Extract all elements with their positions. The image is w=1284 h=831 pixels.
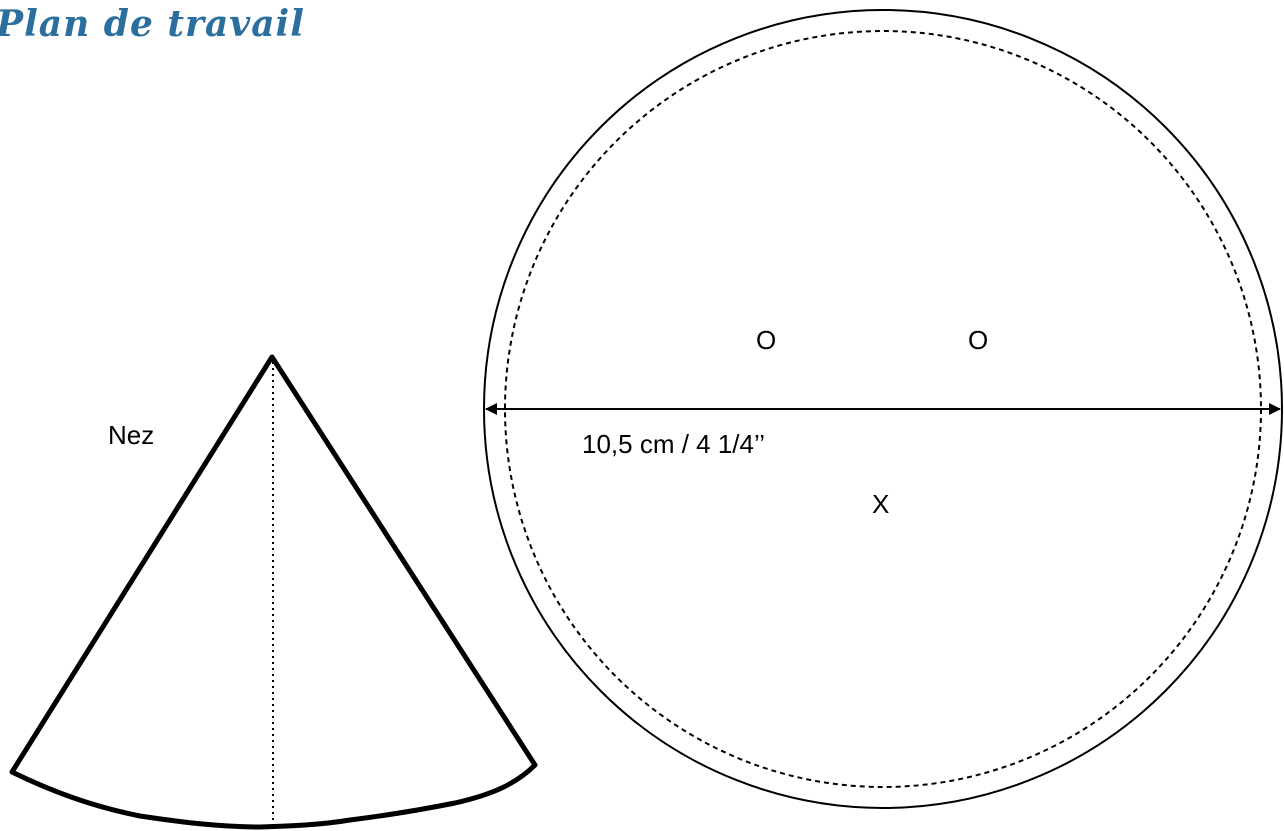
eye-left-mark: O xyxy=(756,325,777,355)
mouth-mark: X xyxy=(872,489,890,519)
nose-label: Nez xyxy=(108,420,155,450)
eye-right-mark: O xyxy=(968,325,989,355)
nose-cone-outline xyxy=(9,354,538,830)
face-cut-circle xyxy=(483,9,1283,809)
page-title: Plan de travail xyxy=(0,3,305,45)
diameter-label: 10,5 cm / 4 1/4’’ xyxy=(582,429,766,459)
